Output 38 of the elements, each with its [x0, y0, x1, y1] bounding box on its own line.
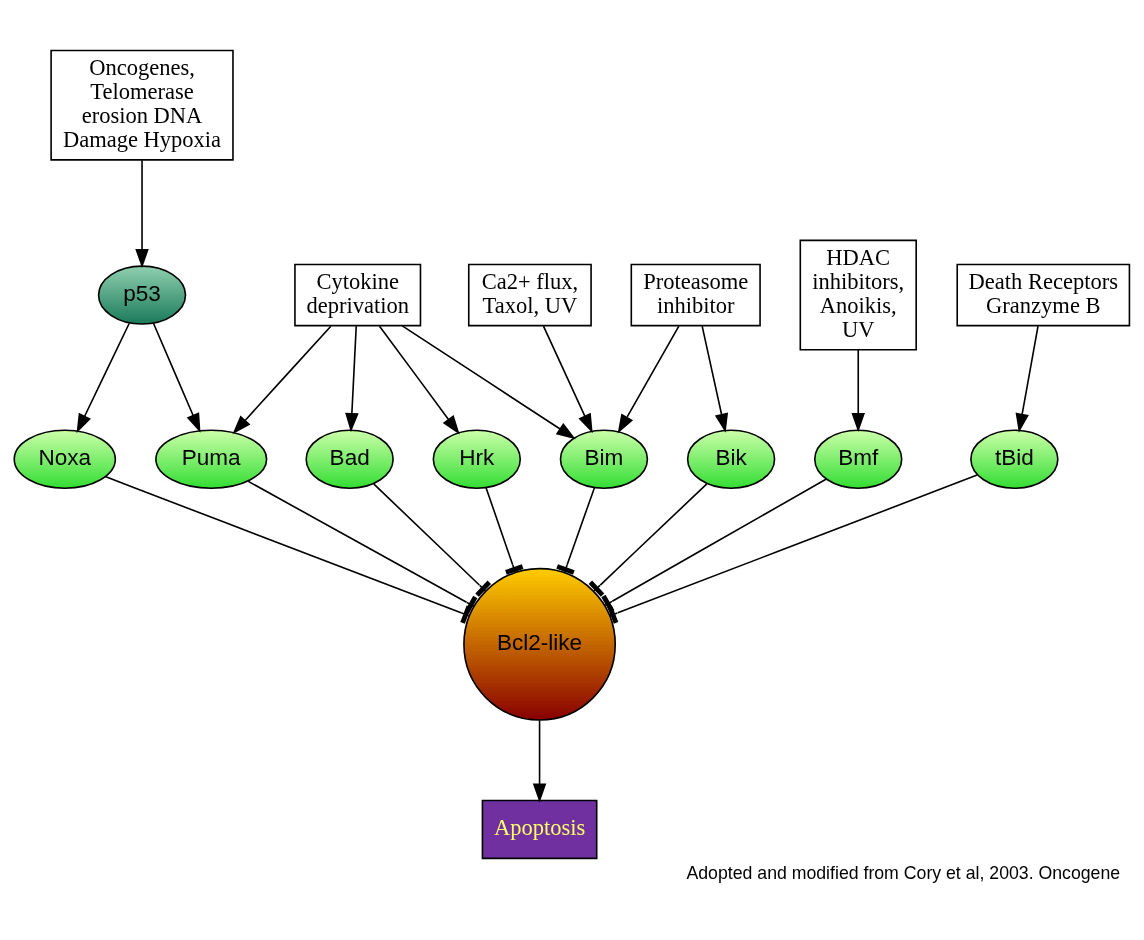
node-ellipse: Bad	[305, 428, 394, 489]
node-box: Cytokine deprivation	[294, 263, 422, 326]
connector	[556, 486, 596, 575]
connector	[104, 475, 472, 624]
arrow	[401, 324, 576, 439]
arrow	[76, 321, 131, 433]
node-ellipse: Noxa	[13, 428, 117, 489]
caption: Adopted and modified from Cory et al, 2003. Oncogene	[686, 862, 1121, 883]
node-ellipse: p53	[97, 264, 187, 325]
arrow	[378, 324, 460, 434]
connector	[485, 486, 524, 575]
connector	[372, 482, 492, 597]
arrow	[135, 158, 149, 268]
arrow	[345, 324, 359, 432]
node-box: Death Receptors Granzyme B	[956, 263, 1131, 326]
arrow	[152, 321, 201, 433]
node-box: Ca2+ flux, Taxol, UV	[467, 263, 592, 326]
node-box: Oncogenes, Telomerase erosion DNA Damage Hypoxia	[50, 49, 234, 161]
node-ellipse: Bim	[559, 428, 649, 489]
arrow	[232, 324, 332, 434]
connector	[588, 482, 708, 597]
node-ellipse: Hrk	[432, 428, 522, 489]
node-box: Apoptosis	[481, 799, 598, 859]
arrow	[851, 348, 865, 432]
arrow	[542, 324, 593, 433]
node-ellipse: tBid	[970, 428, 1059, 489]
node-box: HDAC inhibitors, Anoikis, UV	[799, 239, 917, 351]
node-ellipse: Bmf	[813, 428, 903, 489]
arrow	[1015, 324, 1039, 433]
node-ellipse: Puma	[155, 428, 268, 489]
node-box: Proteasome inhibitor	[630, 263, 761, 326]
connector	[247, 480, 478, 614]
arrow	[701, 324, 729, 433]
node-ellipse: Bik	[686, 428, 776, 489]
arrow	[532, 719, 547, 803]
arrow	[617, 324, 680, 434]
connector	[601, 478, 827, 613]
connector	[607, 473, 978, 624]
